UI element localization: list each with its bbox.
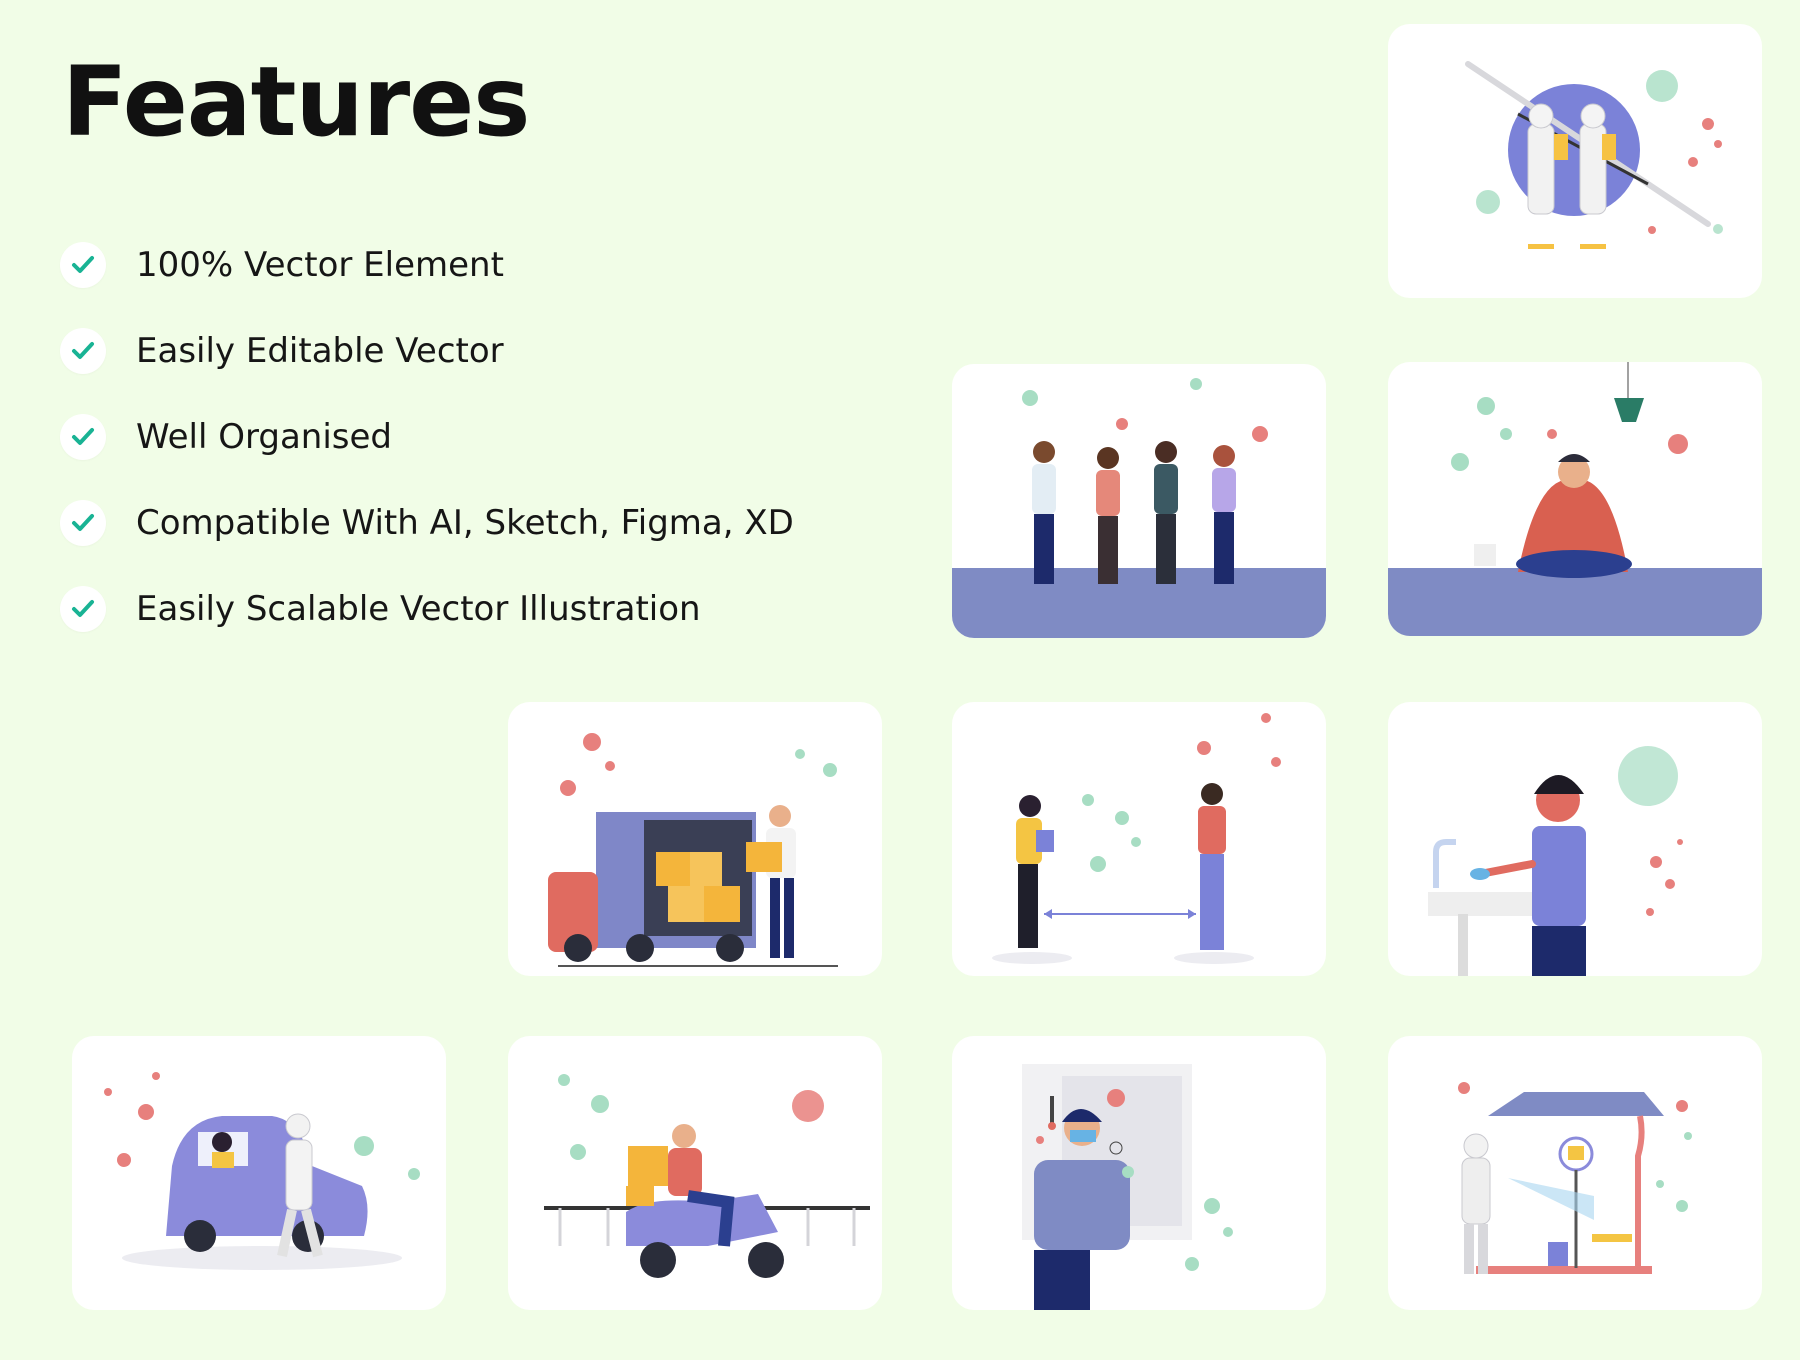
feature-label: Compatible With AI, Sketch, Figma, XD [136,503,794,543]
check-icon [60,414,106,460]
illustration-card-masked-group [952,364,1326,638]
illustration-card-hand-washing [1388,702,1762,976]
coughing-person-illustration [1022,1064,1233,1310]
illustration-card-bus-stop-sanitizing [1388,1036,1762,1310]
feature-item: Easily Editable Vector [60,308,794,394]
illustration-card-coughing-person [952,1036,1326,1310]
feature-item: Easily Scalable Vector Illustration [60,566,794,652]
check-icon [60,328,106,374]
illustration-card-sick-person-blanket [1388,362,1762,636]
delivery-truck-illustration [548,733,838,967]
social-distancing-illustration [992,713,1281,964]
disinfection-workers-illustration [1465,61,1723,249]
feature-item: Well Organised [60,394,794,480]
illustration-card-delivery-truck [508,702,882,976]
masked-group-illustration [952,378,1326,638]
feature-label: Easily Editable Vector [136,331,504,371]
feature-item: Compatible With AI, Sketch, Figma, XD [60,480,794,566]
illustration-card-disinfection-workers [1388,24,1762,298]
check-icon [60,586,106,632]
check-icon [60,242,106,288]
feature-label: Easily Scalable Vector Illustration [136,589,701,629]
scooter-delivery-illustration [544,1074,870,1278]
check-icon [60,500,106,546]
bus-stop-sanitizing-illustration [1458,1082,1692,1274]
illustration-card-social-distancing [952,702,1326,976]
illustration-card-car-temperature-check [72,1036,446,1310]
hand-washing-illustration [1428,746,1683,976]
feature-label: Well Organised [136,417,393,457]
feature-label: 100% Vector Element [136,245,504,285]
illustration-card-scooter-delivery [508,1036,882,1310]
car-temperature-check-illustration [104,1072,420,1270]
feature-list: 100% Vector Element Easily Editable Vect… [60,222,794,652]
feature-item: 100% Vector Element [60,222,794,308]
page-title: Features [62,46,530,158]
sick-person-blanket-illustration [1388,362,1762,636]
